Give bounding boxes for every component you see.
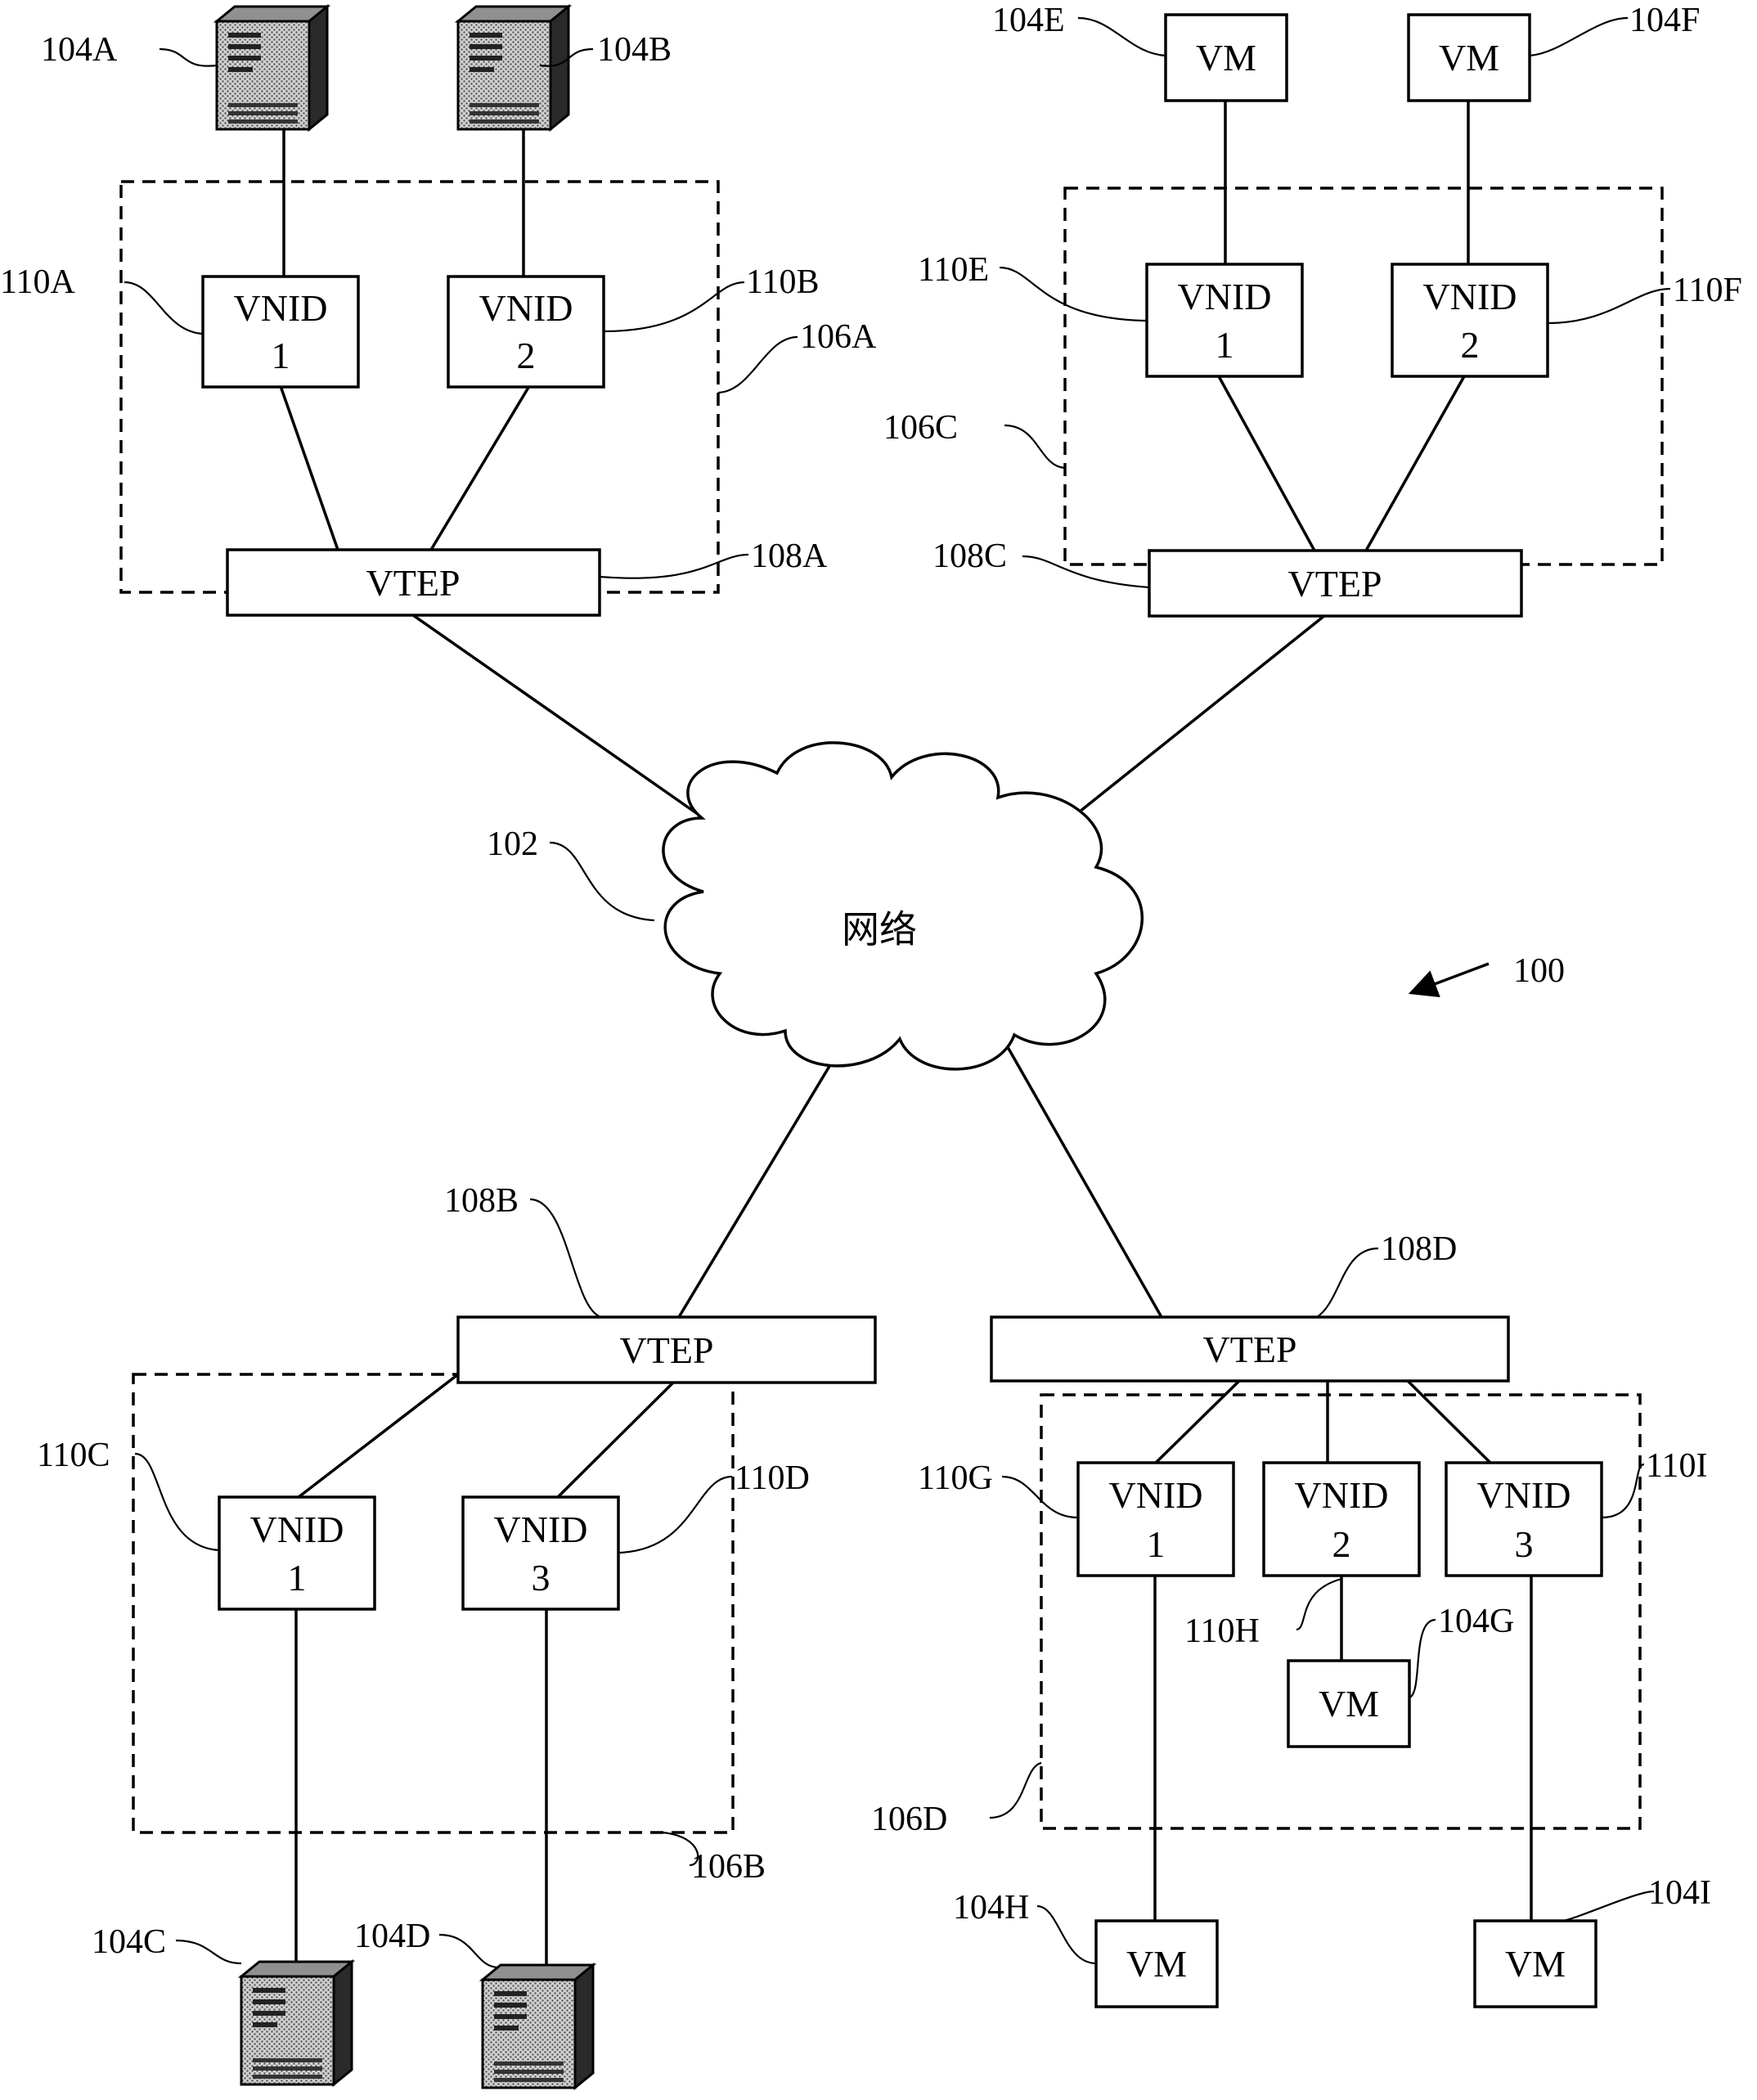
vtep-108D: VTEP <box>990 1315 1510 1383</box>
ref-104H: 104G <box>1438 1603 1514 1640</box>
vtep-108A: VTEP <box>226 548 601 617</box>
vnid-110D: VNID 3 <box>461 1495 620 1611</box>
server-tower-icon <box>456 5 570 131</box>
cloud-icon <box>662 741 1144 1071</box>
vnid-number: 1 <box>272 335 290 376</box>
vnid-110I: VNID 3 <box>1445 1461 1603 1577</box>
vtep-label: VTEP <box>366 562 461 604</box>
vm-104I: VM <box>1473 1919 1597 2008</box>
ref-110C: 110C <box>37 1437 110 1474</box>
ref-110H: 110H <box>1184 1612 1260 1650</box>
vm-label: VM <box>1439 37 1499 79</box>
server-tower-icon <box>215 5 329 131</box>
ref-100: 100 <box>1513 952 1565 990</box>
ref-104G: 104H <box>953 1889 1029 1927</box>
ref-110D: 110D <box>735 1459 810 1497</box>
server-tower-icon <box>481 1963 595 2089</box>
vtep-108B: VTEP <box>456 1315 877 1384</box>
ref-104A: 104A <box>41 31 118 69</box>
server-tower-icon <box>240 1960 353 2086</box>
ref-108D: 108D <box>1381 1230 1457 1268</box>
ref-106C: 106C <box>883 409 958 447</box>
leader-lines <box>124 16 1671 1969</box>
vnid-110E: VNID 1 <box>1145 263 1304 378</box>
vtep-label: VTEP <box>1288 563 1382 605</box>
vnid-110B: VNID 2 <box>447 275 605 389</box>
vtep-label: VTEP <box>620 1329 714 1371</box>
host-group-106B <box>132 1373 735 1834</box>
ref-104D: 104D <box>354 1918 430 1955</box>
ref-110G: 110G <box>918 1459 993 1497</box>
vnid-number: 3 <box>1515 1523 1534 1565</box>
vnid-110C: VNID 1 <box>218 1495 376 1611</box>
reference-arrow-icon <box>1408 962 1490 997</box>
vnid-label: VNID <box>479 287 573 329</box>
ref-104E: 104E <box>992 2 1065 39</box>
vm-104F: VM <box>1407 13 1531 102</box>
ref-108B: 108B <box>444 1182 519 1220</box>
connection-lines <box>279 101 1533 1967</box>
vtep-108C: VTEP <box>1148 549 1523 618</box>
vm-label: VM <box>1126 1943 1187 1985</box>
ref-110A: 110A <box>0 263 75 301</box>
vnid-number: 3 <box>532 1557 550 1599</box>
vnid-number: 2 <box>1461 324 1480 366</box>
vnid-110F: VNID 2 <box>1391 263 1549 378</box>
vnid-label: VNID <box>250 1509 344 1550</box>
ref-106B: 106B <box>691 1848 766 1886</box>
vnid-number: 1 <box>288 1557 307 1599</box>
network-label: 网络 <box>842 907 917 951</box>
vnid-label: VNID <box>494 1509 588 1550</box>
vnid-number: 1 <box>1216 324 1234 366</box>
ref-110I: 110I <box>1646 1447 1707 1485</box>
ref-108C: 108C <box>932 537 1007 575</box>
vm-label: VM <box>1319 1683 1379 1725</box>
vnid-110G: VNID 1 <box>1076 1461 1235 1577</box>
vnid-label: VNID <box>1423 276 1517 317</box>
ref-104C: 104C <box>92 1923 166 1961</box>
vnid-label: VNID <box>1178 276 1272 317</box>
vtep-label: VTEP <box>1203 1329 1297 1370</box>
vnid-number: 2 <box>517 335 536 376</box>
vnid-label: VNID <box>1109 1474 1203 1516</box>
vnid-number: 2 <box>1332 1523 1351 1565</box>
vnid-110A: VNID 1 <box>201 275 360 389</box>
vm-104G: VM <box>1094 1919 1219 2008</box>
reference-labels: 104A 104B 104E 104F 110A 110B 106A 110E … <box>0 2 1742 1961</box>
vm-label: VM <box>1505 1943 1566 1985</box>
vnid-label: VNID <box>1295 1474 1389 1516</box>
vm-104H: VM <box>1287 1659 1411 1748</box>
ref-104I: 104I <box>1648 1874 1711 1912</box>
vm-label: VM <box>1196 37 1256 79</box>
ref-102: 102 <box>487 825 538 863</box>
host-group-106D <box>1040 1393 1642 1830</box>
host-group-106C <box>1063 187 1664 566</box>
vm-104E: VM <box>1164 13 1288 102</box>
vnid-number: 1 <box>1147 1523 1166 1565</box>
ref-108A: 108A <box>751 537 828 575</box>
ref-110E: 110E <box>918 251 989 289</box>
ref-106D: 106D <box>871 1801 947 1838</box>
vnid-label: VNID <box>1477 1474 1571 1516</box>
ref-110B: 110B <box>746 263 819 301</box>
network-cloud: 网络 <box>662 741 1144 1071</box>
ref-110F: 110F <box>1673 272 1742 309</box>
vnid-110H: VNID 2 <box>1262 1461 1421 1577</box>
vnid-label: VNID <box>234 287 328 329</box>
ref-106A: 106A <box>800 318 877 356</box>
ref-104F: 104F <box>1629 2 1700 39</box>
ref-104B: 104B <box>597 31 672 69</box>
